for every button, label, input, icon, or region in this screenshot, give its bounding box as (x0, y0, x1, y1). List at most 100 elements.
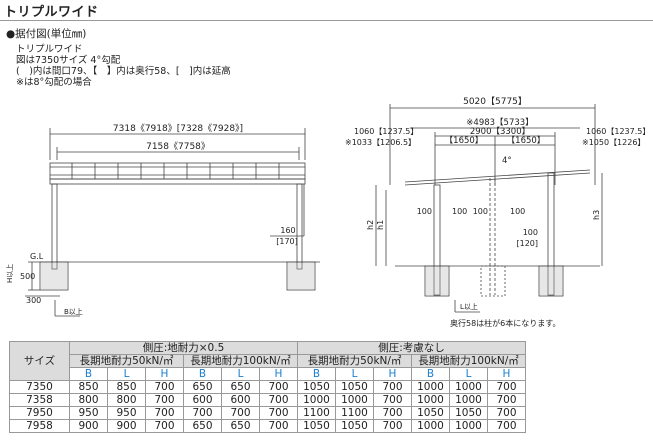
value-cell: 700 (487, 380, 526, 394)
value-cell: 1000 (411, 419, 450, 433)
value-cell: 650 (183, 419, 222, 433)
value-cell: 1000 (411, 393, 450, 407)
value-cell: 700 (259, 393, 298, 407)
side-dim-100: 100 (523, 228, 538, 237)
front-overall-width: 7318《7918》[7328《7928》] (113, 123, 243, 134)
side-right-overhang-star: ※1050【1226】 (582, 138, 645, 147)
letter-l: L (449, 367, 488, 381)
value-cell: 700 (373, 380, 412, 394)
spec-table: サイズ 側圧:地耐力×0.5 側圧:考慮なし 長期地耐力50kN/㎡ 長期地耐力… (9, 341, 526, 433)
value-cell: 950 (69, 406, 108, 420)
side-left-overhang: 1060【1237.5】 (354, 127, 418, 136)
value-cell: 650 (221, 380, 260, 394)
side-left-overhang-star: ※1033【1206.5】 (345, 138, 416, 147)
value-cell: 700 (487, 419, 526, 433)
value-cell: 700 (373, 419, 412, 433)
size-cell: 7958 (9, 419, 70, 433)
letter-h: H (259, 367, 298, 381)
value-cell: 900 (107, 419, 146, 433)
side-h1: h1 (376, 220, 385, 230)
side-footnote: 奥行58は柱が6本になります。 (450, 318, 560, 328)
letter-l: L (335, 367, 374, 381)
value-cell: 950 (107, 406, 146, 420)
side-dim-2900: 2900【3300】 (470, 127, 530, 137)
value-cell: 800 (69, 393, 108, 407)
front-dim-160: 160 (280, 226, 295, 235)
side-angle: 4° (502, 156, 512, 166)
value-cell: 650 (221, 419, 260, 433)
front-dim-300: 300 (26, 296, 41, 305)
drawing-notes: トリプルワイド 図は7350サイズ 4°勾配 ( )内は間口79、【 】内は奥行… (16, 44, 231, 88)
section-heading: ●据付図(単位㎜) (6, 28, 87, 40)
value-cell: 1050 (335, 419, 374, 433)
size-header: サイズ (9, 341, 70, 381)
value-cell: 1000 (335, 393, 374, 407)
value-cell: 700 (145, 380, 184, 394)
value-cell: 1000 (449, 393, 488, 407)
front-view-drawing: 7318《7918》[7328《7928》] 7158《7758》 160 [1… (5, 123, 320, 317)
front-dim-170: [170] (276, 237, 298, 246)
title-divider (0, 20, 653, 21)
letter-h: H (487, 367, 526, 381)
note-line: 図は7350サイズ 4°勾配 (16, 55, 121, 66)
value-cell: 800 (107, 393, 146, 407)
letter-h: H (145, 367, 184, 381)
size-cell: 7350 (9, 380, 70, 394)
value-cell: 1000 (449, 380, 488, 394)
side-right-overhang: 1060【1237.5】 (586, 127, 645, 136)
note-line: ( )内は間口79、【 】内は奥行58、[ ]内は延高 (16, 66, 231, 77)
side-star-width: ※4983【5733】 (466, 118, 533, 128)
value-cell: 1050 (449, 406, 488, 420)
value-cell: 650 (183, 380, 222, 394)
front-inner-width: 7158《7758》 (146, 141, 210, 152)
group-header-b: 側圧:考慮なし (297, 341, 526, 355)
side-dim-100: 100 (417, 207, 432, 216)
value-cell: 700 (373, 406, 412, 420)
letter-b: B (411, 367, 450, 381)
value-cell: 600 (221, 393, 260, 407)
letter-h: H (373, 367, 412, 381)
value-cell: 1050 (297, 380, 336, 394)
side-dim-1650-left: 【1650】 (445, 136, 484, 146)
front-dim-b-ue: B以上 (64, 307, 83, 316)
value-cell: 700 (487, 406, 526, 420)
value-cell: 1050 (411, 406, 450, 420)
value-cell: 1100 (335, 406, 374, 420)
value-cell: 900 (69, 419, 108, 433)
value-cell: 1000 (411, 380, 450, 394)
sub-header: 長期地耐力50kN/㎡ (69, 354, 184, 368)
value-cell: 1000 (297, 393, 336, 407)
note-line: ※は8°勾配の場合 (16, 77, 92, 88)
side-dim-l-ue: L以上 (460, 302, 478, 311)
value-cell: 700 (487, 393, 526, 407)
value-cell: 700 (259, 406, 298, 420)
value-cell: 700 (183, 406, 222, 420)
size-cell: 7358 (9, 393, 70, 407)
side-h2: h2 (366, 220, 375, 230)
side-h3: h3 (592, 210, 601, 220)
value-cell: 1050 (297, 419, 336, 433)
value-cell: 700 (259, 380, 298, 394)
page-title: トリプルワイド (4, 5, 99, 20)
value-cell: 700 (145, 406, 184, 420)
front-dim-h-ue: H以上 (5, 264, 14, 283)
side-top-width: 5020【5775】 (463, 96, 527, 107)
side-dim-100: 100 (473, 207, 488, 216)
letter-b: B (183, 367, 222, 381)
side-dim-100: 100 (510, 207, 525, 216)
side-dim-1650-right: 【1650】 (507, 136, 546, 146)
value-cell: 700 (145, 419, 184, 433)
letter-l: L (107, 367, 146, 381)
letter-b: B (69, 367, 108, 381)
value-cell: 1000 (449, 419, 488, 433)
letter-l: L (221, 367, 260, 381)
value-cell: 850 (69, 380, 108, 394)
value-cell: 1050 (335, 380, 374, 394)
group-header-a: 側圧:地耐力×0.5 (69, 341, 298, 355)
sub-header: 長期地耐力50kN/㎡ (297, 354, 412, 368)
sub-header: 長期地耐力100kN/㎡ (183, 354, 298, 368)
side-dim-120: [120] (516, 239, 538, 248)
